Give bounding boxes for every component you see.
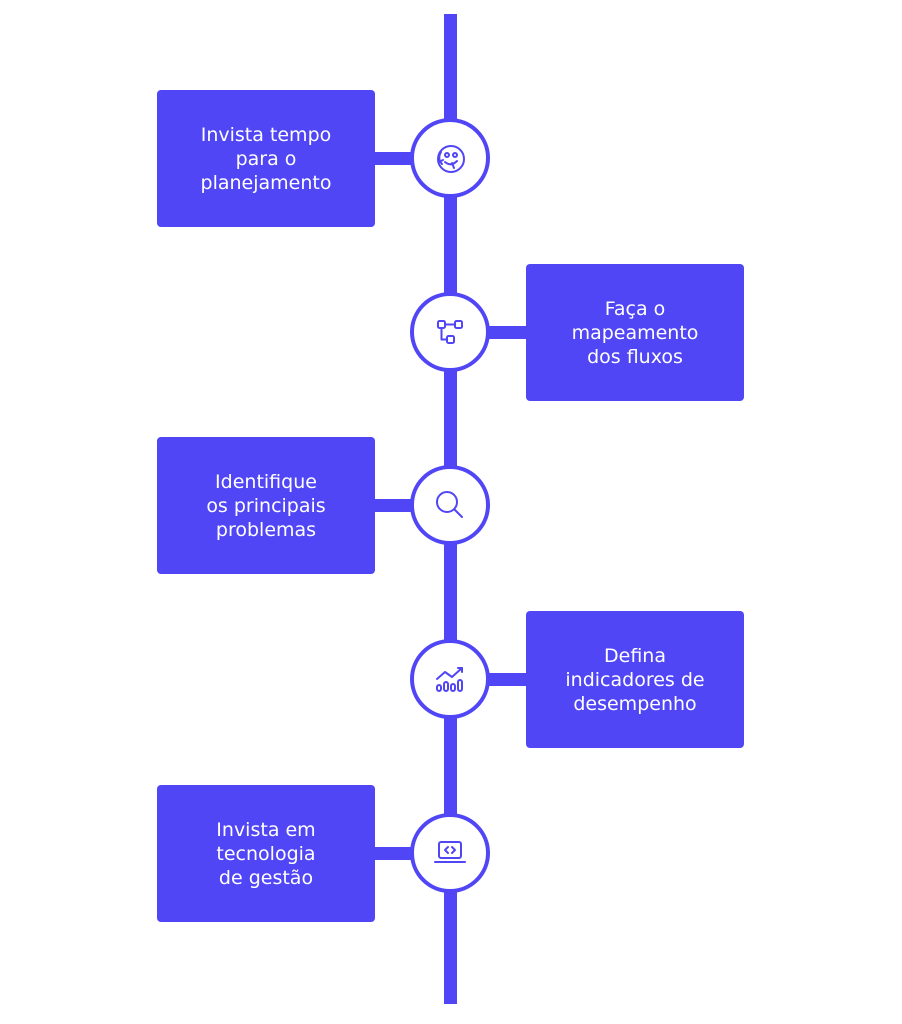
planning-face-icon <box>437 145 465 173</box>
magnifier-icon <box>436 491 463 518</box>
step-node-2 <box>410 292 490 372</box>
step-card-4: Defina indicadores de desempenho <box>526 611 744 748</box>
step-node-4 <box>410 639 490 719</box>
flow-nodes-icon <box>437 320 463 344</box>
step-label-1: Invista tempo para o planejamento <box>200 123 332 194</box>
step-node-1 <box>410 118 490 198</box>
step-node-3 <box>410 465 490 545</box>
step-card-1: Invista tempo para o planejamento <box>157 90 375 227</box>
step-card-3: Identifique os principais problemas <box>157 437 375 574</box>
bar-trend-chart-icon <box>436 667 463 692</box>
step-card-2: Faça o mapeamento dos fluxos <box>526 264 744 401</box>
code-laptop-icon <box>434 841 466 863</box>
step-card-5: Invista em tecnologia de gestão <box>157 785 375 922</box>
step-node-5 <box>410 813 490 893</box>
step-label-2: Faça o mapeamento dos fluxos <box>571 297 699 368</box>
step-label-3: Identifique os principais problemas <box>206 470 326 541</box>
step-label-4: Defina indicadores de desempenho <box>565 644 705 715</box>
step-label-5: Invista em tecnologia de gestão <box>216 818 316 889</box>
